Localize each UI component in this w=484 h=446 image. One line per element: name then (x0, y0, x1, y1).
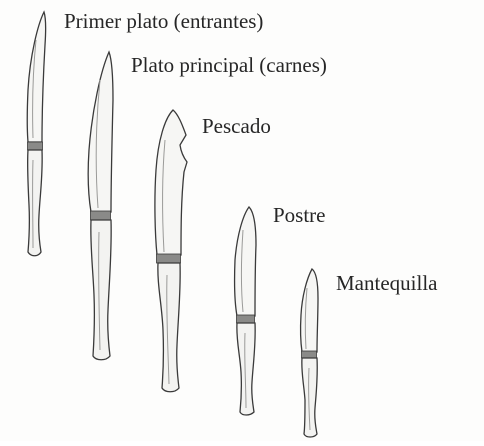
dinner-knife-icon (27, 12, 45, 256)
label-plato-principal: Plato principal (carnes) (131, 53, 327, 77)
butter-knife-icon (301, 269, 318, 437)
dessert-knife-icon (235, 207, 256, 415)
label-primer-plato: Primer plato (entrantes) (64, 9, 263, 33)
steak-knife-icon (88, 52, 113, 360)
label-postre: Postre (273, 203, 326, 227)
fish-knife-icon (155, 110, 187, 392)
label-pescado: Pescado (202, 114, 271, 138)
label-mantequilla: Mantequilla (336, 271, 438, 295)
